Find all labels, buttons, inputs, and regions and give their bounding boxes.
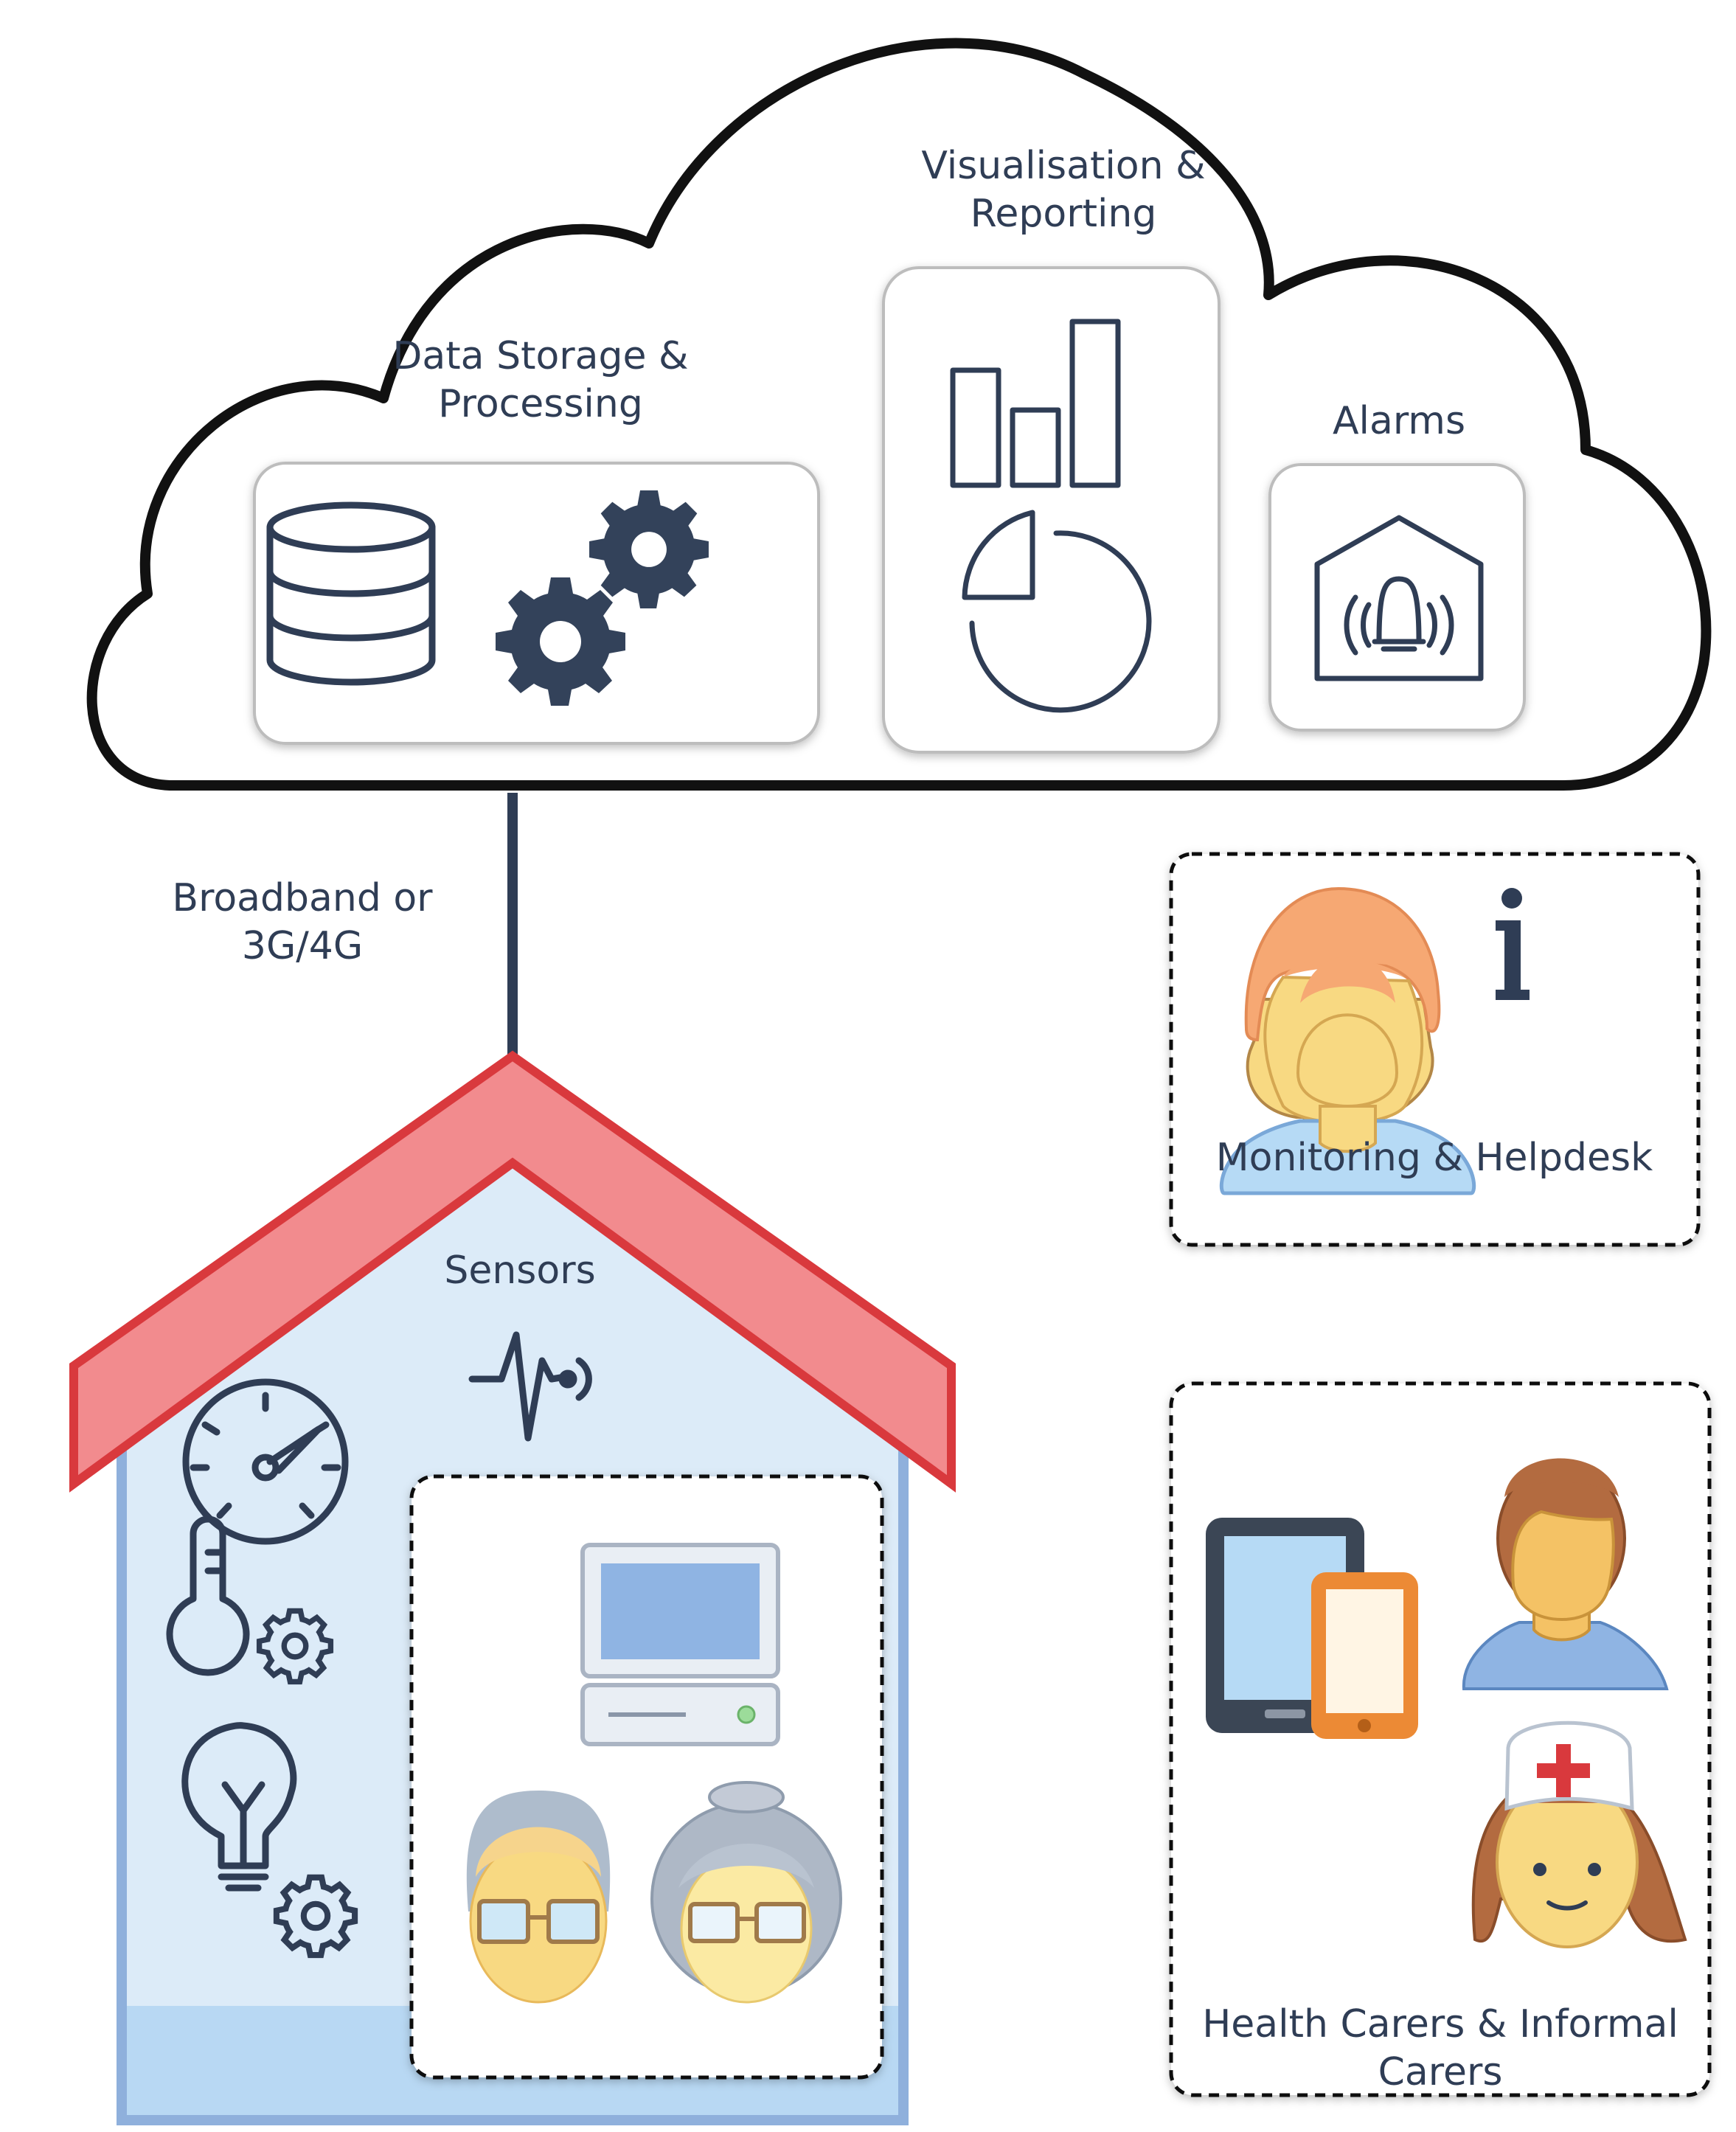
broadband-label: Broadband or xyxy=(172,876,433,920)
alarms-panel xyxy=(1270,465,1524,730)
carers-label: Health Carers & Informal xyxy=(1202,2002,1678,2046)
sensors-label: Sensors xyxy=(444,1249,595,1293)
elderly-man-icon xyxy=(467,1791,610,2002)
phone-icon xyxy=(1311,1572,1418,1739)
monitoring-helpdesk-label: Monitoring & Helpdesk xyxy=(1216,1136,1653,1180)
computer-icon xyxy=(583,1545,778,1744)
carers-panel xyxy=(1171,1383,1709,2095)
reporting-label: Reporting xyxy=(971,192,1157,236)
visualisation-panel xyxy=(883,268,1219,752)
3g-4g-label: 3G/4G xyxy=(242,924,363,968)
processing-label: Processing xyxy=(438,382,643,426)
data-storage-label: Data Storage & xyxy=(392,334,688,378)
alarms-label: Alarms xyxy=(1333,399,1465,443)
carers-label-line2: Carers xyxy=(1378,2050,1503,2094)
visualisation-label: Visualisation & xyxy=(921,144,1205,188)
